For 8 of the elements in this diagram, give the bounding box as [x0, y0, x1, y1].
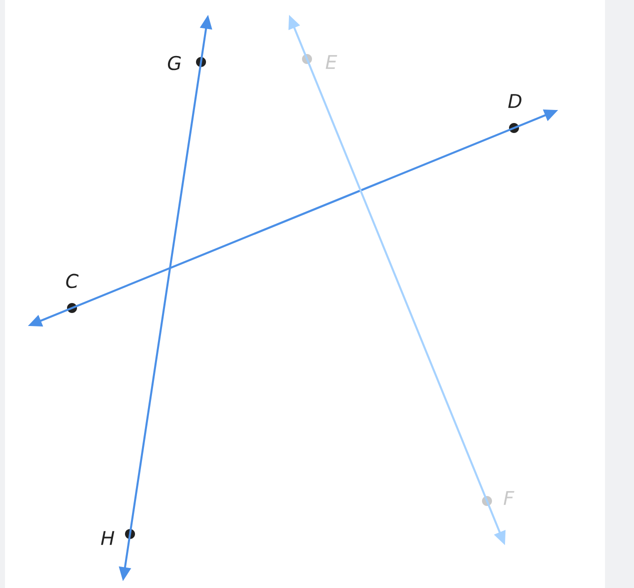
labeled-point: D	[508, 94, 522, 133]
labeled-point: H	[101, 529, 135, 545]
node-label: G	[168, 56, 181, 70]
labeled-point: C	[66, 274, 79, 313]
node-label: H	[101, 531, 114, 545]
node-label: C	[66, 274, 79, 288]
node-label: D	[508, 94, 522, 108]
labeled-point: G	[168, 56, 206, 70]
